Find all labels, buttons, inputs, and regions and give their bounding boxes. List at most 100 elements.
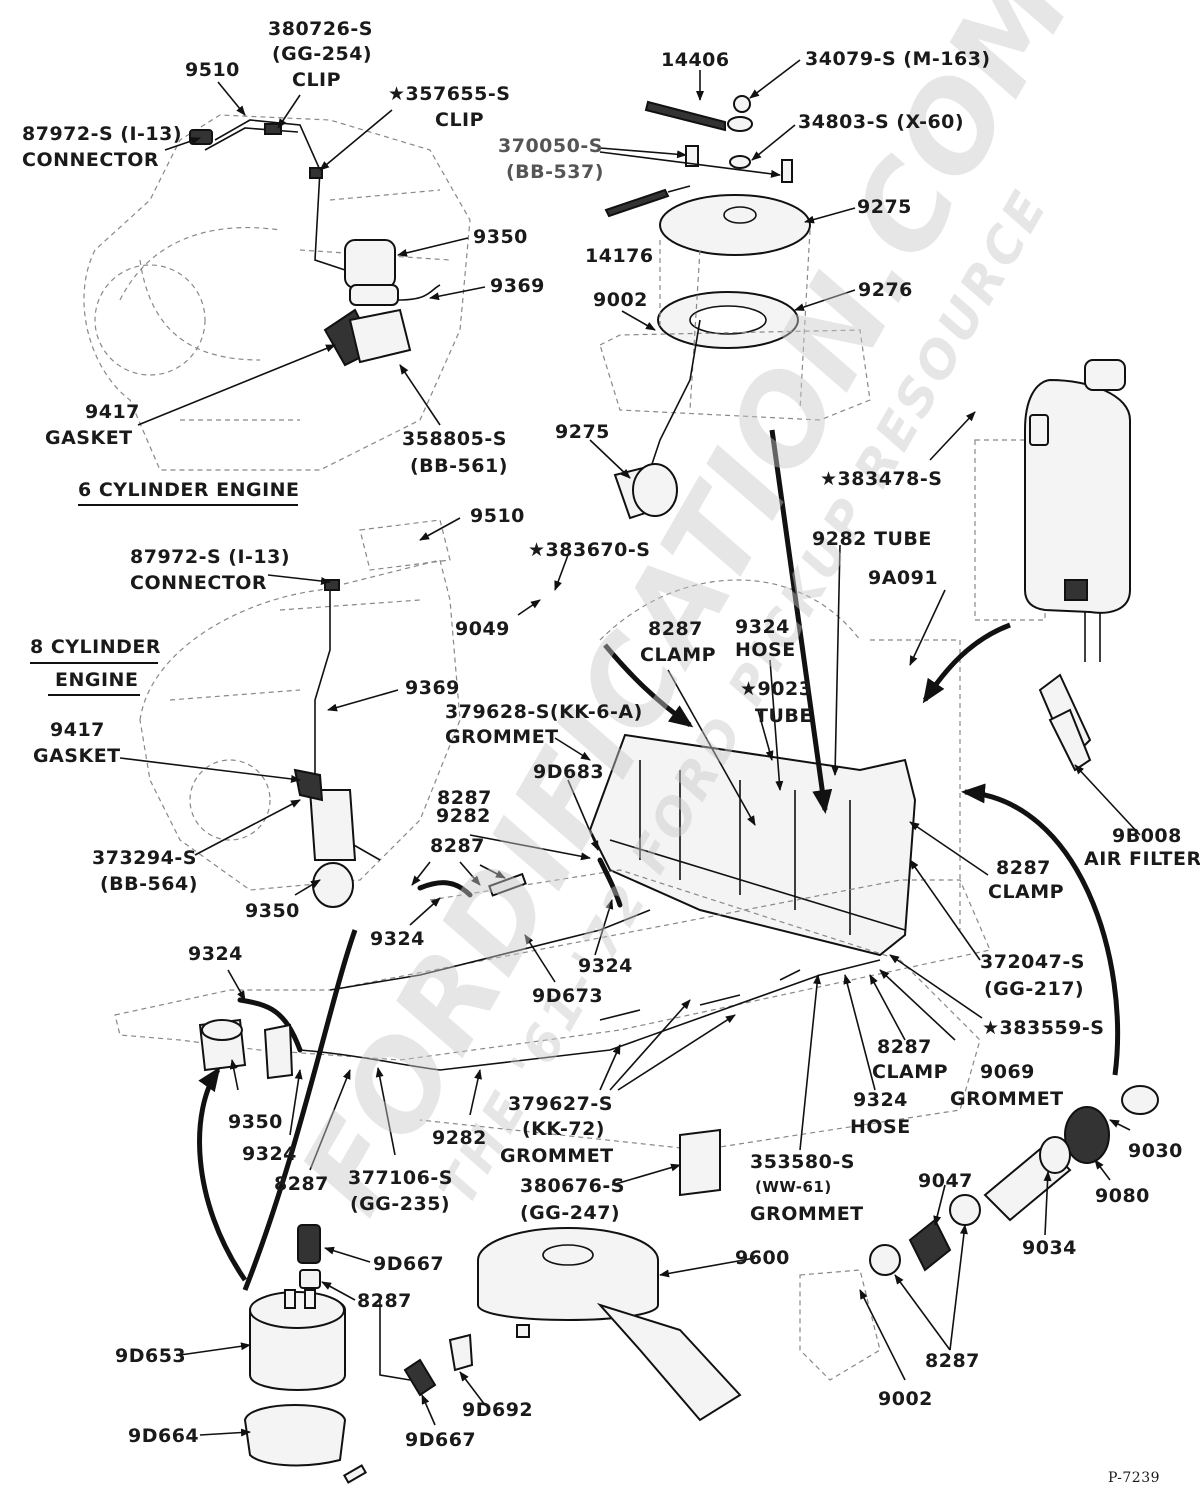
label-9350-low: 9350 bbox=[228, 1111, 283, 1133]
arrow-canister-up bbox=[197, 1066, 248, 1282]
fuel-sender-assembly bbox=[599, 95, 871, 520]
air-filter-9B008 bbox=[1038, 673, 1092, 772]
label-9080: 9080 bbox=[1095, 1185, 1150, 1207]
label-9047: 9047 bbox=[918, 1170, 973, 1192]
label-9324-hose-c-2: HOSE bbox=[850, 1116, 911, 1138]
label-373294-1: 373294-S bbox=[92, 847, 197, 869]
label-9A091: 9A091 bbox=[868, 567, 938, 589]
label-379628-2: GROMMET bbox=[445, 726, 559, 748]
label-9D683: 9D683 bbox=[533, 761, 604, 783]
sender-plate-9275 bbox=[659, 194, 811, 256]
label-9276: 9276 bbox=[858, 279, 913, 301]
label-8287-clamp-c-1: 8287 bbox=[877, 1036, 932, 1058]
label-357655-1: ★357655-S bbox=[388, 83, 510, 105]
label-9510-mid: 9510 bbox=[470, 505, 525, 527]
label-358805-2: (BB-561) bbox=[410, 455, 508, 477]
label-9275-low: 9275 bbox=[555, 421, 610, 443]
valve-9D692 bbox=[448, 1333, 474, 1372]
label-377106-2: (GG-235) bbox=[350, 1193, 450, 1215]
title-six-cylinder: 6 CYLINDER ENGINE bbox=[78, 479, 300, 501]
label-9324-hose-top-2: HOSE bbox=[735, 639, 796, 661]
filler-neck-group bbox=[799, 1085, 1159, 1381]
hose-9D667-top bbox=[297, 1224, 321, 1264]
label-34079: 34079-S (M-163) bbox=[805, 48, 991, 70]
label-9350-top: 9350 bbox=[473, 226, 528, 248]
label-9282-tube: 9282 TUBE bbox=[812, 528, 932, 550]
label-87972-top-2: CONNECTOR bbox=[22, 149, 159, 171]
label-8287-clamp-r-1: 8287 bbox=[996, 857, 1051, 879]
eight-cylinder-engine-group bbox=[139, 519, 461, 908]
label-383670: ★383670-S bbox=[528, 539, 650, 561]
label-87972-mid-2: CONNECTOR bbox=[130, 572, 267, 594]
label-9417-mid-1: 9417 bbox=[50, 719, 105, 741]
label-9324-low: 9324 bbox=[242, 1143, 297, 1165]
return-line-9D673 bbox=[329, 909, 651, 991]
label-14176: 14176 bbox=[585, 245, 654, 267]
label-8287-clamp-r-2: CLAMP bbox=[988, 881, 1064, 903]
plate-number: P-7239 bbox=[1108, 1470, 1160, 1486]
label-9275-top: 9275 bbox=[857, 196, 912, 218]
label-8287-clamp-c-2: CLAMP bbox=[872, 1061, 948, 1083]
label-372047-1: 372047-S bbox=[980, 951, 1085, 973]
label-379627-2: (KK-72) bbox=[522, 1118, 605, 1140]
label-8287-b: 8287 bbox=[430, 835, 485, 857]
label-370050-2: (BB-537) bbox=[506, 161, 604, 183]
label-9D653: 9D653 bbox=[115, 1345, 186, 1367]
label-14406: 14406 bbox=[661, 49, 730, 71]
wire-14406 bbox=[644, 100, 726, 132]
vapor-separator-9A091 bbox=[974, 359, 1131, 662]
label-9034: 9034 bbox=[1022, 1237, 1077, 1259]
label-9069-1: 9069 bbox=[980, 1061, 1035, 1083]
cap-9030 bbox=[1121, 1085, 1159, 1115]
label-9002-low: 9002 bbox=[878, 1388, 933, 1410]
label-9324-b: 9324 bbox=[578, 955, 633, 977]
label-9B008-1: 9B008 bbox=[1112, 825, 1182, 847]
label-380676-2: (GG-247) bbox=[520, 1202, 620, 1224]
label-8287-a: 8287 bbox=[437, 787, 492, 809]
arrow-9049-down bbox=[603, 643, 694, 728]
arrow-9282-tube-down bbox=[769, 429, 833, 814]
label-358805-1: 358805-S bbox=[402, 428, 507, 450]
title-eight-cylinder-2: ENGINE bbox=[55, 669, 138, 691]
fuel-tank-group bbox=[419, 579, 981, 1151]
label-357655-2: CLIP bbox=[435, 109, 484, 131]
fuel-line-6cyl bbox=[214, 119, 346, 271]
air-cleaner-9600 bbox=[477, 1227, 742, 1422]
label-9369-mid: 9369 bbox=[405, 677, 460, 699]
label-373294-2: (BB-564) bbox=[100, 873, 198, 895]
label-372047-2: (GG-217) bbox=[984, 978, 1084, 1000]
label-380726-2: (GG-254) bbox=[272, 43, 372, 65]
label-9282-a: 9282 bbox=[436, 805, 491, 827]
label-8287-c: 8287 bbox=[357, 1290, 412, 1312]
hose-9047 bbox=[908, 1218, 952, 1272]
separator-canister bbox=[1024, 378, 1131, 614]
label-9002-top: 9002 bbox=[593, 289, 648, 311]
label-34803: 34803-S (X-60) bbox=[798, 111, 964, 133]
label-9417-mid-2: GASKET bbox=[33, 745, 121, 767]
label-9030: 9030 bbox=[1128, 1140, 1183, 1162]
wire-14176 bbox=[604, 188, 670, 218]
fuel-tank bbox=[588, 733, 917, 957]
label-379628-1: 379628-S(KK-6-A) bbox=[445, 701, 643, 723]
label-370050-1: 370050-S bbox=[498, 135, 603, 157]
tank-opening-9002 bbox=[599, 329, 871, 421]
arrow-vapor-hose bbox=[242, 929, 358, 1291]
arrow-separator-left bbox=[922, 622, 1011, 704]
label-8287-low: 8287 bbox=[274, 1173, 329, 1195]
label-9417-top-2: GASKET bbox=[45, 427, 133, 449]
label-9D692: 9D692 bbox=[462, 1399, 533, 1421]
chassis-and-lines bbox=[114, 857, 991, 1197]
label-9023-2: TUBE bbox=[755, 705, 813, 727]
label-9D664: 9D664 bbox=[128, 1425, 199, 1447]
fuel-line-9282 bbox=[299, 959, 881, 1071]
label-9600: 9600 bbox=[735, 1247, 790, 1269]
label-9324-left: 9324 bbox=[188, 943, 243, 965]
label-379627-3: GROMMET bbox=[500, 1145, 614, 1167]
arrow-filler-up bbox=[961, 783, 1121, 1076]
grommet-9080 bbox=[1064, 1106, 1110, 1164]
label-383478: ★383478-S bbox=[820, 468, 942, 490]
clip-380676 bbox=[679, 1128, 721, 1197]
label-9510-top: 9510 bbox=[185, 59, 240, 81]
label-9282-low: 9282 bbox=[432, 1127, 487, 1149]
